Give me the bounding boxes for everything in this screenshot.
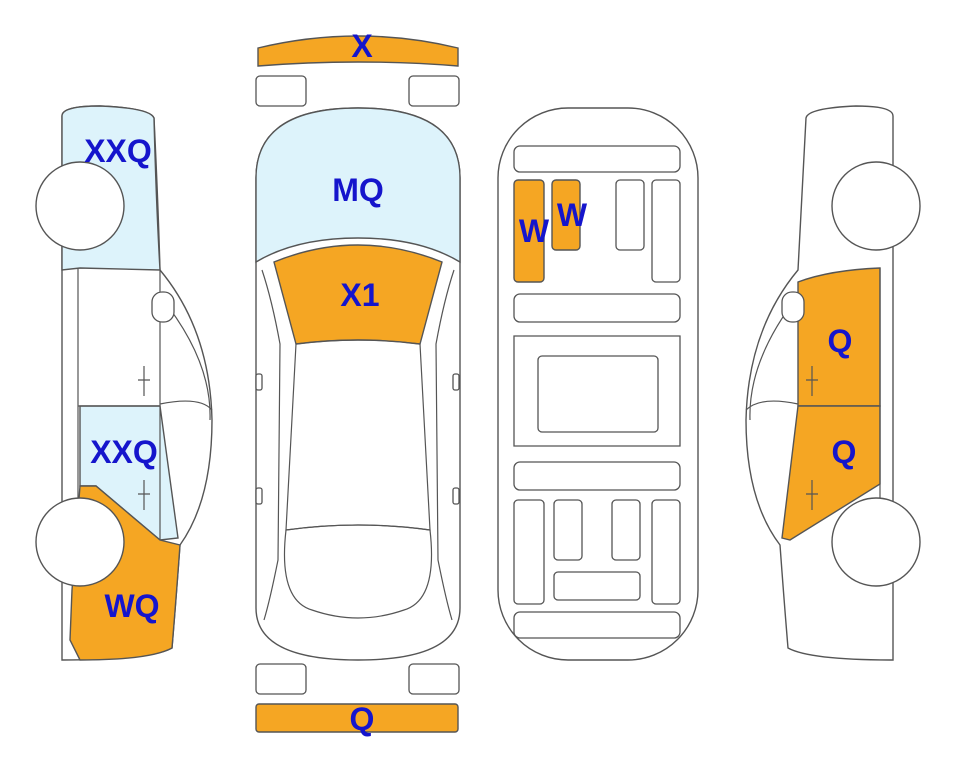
- underbody-rear-rail: [513, 611, 681, 639]
- right-front-wheel: [831, 161, 921, 251]
- underbody-rear-box-b: [611, 499, 641, 561]
- left-door-handle-1: [138, 366, 150, 396]
- underbody-left-rail-front[interactable]: [513, 179, 545, 283]
- left-mirror-side: [151, 291, 175, 323]
- front-left-light: [255, 75, 307, 107]
- right-door-handle-2: [806, 480, 818, 510]
- right-handle: [452, 487, 460, 505]
- underbody-box-b: [651, 179, 681, 283]
- right-side-line: [435, 269, 455, 621]
- underbody-rear-box-a: [553, 499, 583, 561]
- underbody-crossmember-rear: [513, 461, 681, 491]
- left-mirror: [255, 373, 263, 391]
- label-rear-bumper: Q: [350, 701, 375, 737]
- right-mirror: [452, 373, 460, 391]
- left-side-line: [261, 269, 281, 621]
- rear-right-light: [408, 663, 460, 695]
- underbody-crossmember: [513, 293, 681, 323]
- underbody-rear-right-rail: [651, 499, 681, 605]
- right-rear-wheel: [831, 497, 921, 587]
- car-left-side-view: [35, 105, 213, 661]
- label-windshield: X1: [340, 277, 379, 313]
- left-rear-wheel: [35, 497, 125, 587]
- label-right-front-door: Q: [828, 323, 853, 359]
- underbody-inner-rail-front[interactable]: [551, 179, 581, 251]
- right-door-handle-1: [806, 366, 818, 396]
- car-underbody-view: [497, 107, 699, 661]
- label-hood: MQ: [332, 172, 384, 208]
- right-mirror-side: [781, 291, 805, 323]
- underbody-rear-center: [553, 571, 641, 601]
- underbody-rear-left-rail: [513, 499, 545, 605]
- damage-labels: X MQ X1 Q W W XXQ XXQ WQ Q Q: [84, 28, 856, 737]
- label-left-rear-quarter: WQ: [104, 588, 159, 624]
- left-front-wheel: [35, 161, 125, 251]
- underbody-box-a: [615, 179, 645, 251]
- rear-left-light: [255, 663, 307, 695]
- right-rear-door-zone[interactable]: [781, 405, 881, 541]
- front-bumper-zone[interactable]: [257, 35, 459, 67]
- rear-window: [283, 524, 433, 619]
- label-right-rear-door: Q: [832, 434, 857, 470]
- underbody-front-rail: [513, 145, 681, 173]
- left-handle: [255, 487, 263, 505]
- label-left-front-fender: XXQ: [84, 133, 152, 169]
- left-door-lines: [77, 268, 213, 540]
- label-left-rear-door: XXQ: [90, 434, 158, 470]
- car-right-side-view: [745, 105, 921, 661]
- label-floor-left: W: [519, 213, 550, 249]
- left-door-handle-2: [138, 480, 150, 510]
- front-right-light: [408, 75, 460, 107]
- hood-zone[interactable]: [255, 107, 461, 264]
- label-floor-right: W: [557, 197, 588, 233]
- label-front-bumper: X: [351, 28, 373, 64]
- underbody-floor-center: [537, 355, 659, 433]
- car-top-view: [255, 35, 461, 733]
- rear-bumper-zone[interactable]: [255, 703, 459, 733]
